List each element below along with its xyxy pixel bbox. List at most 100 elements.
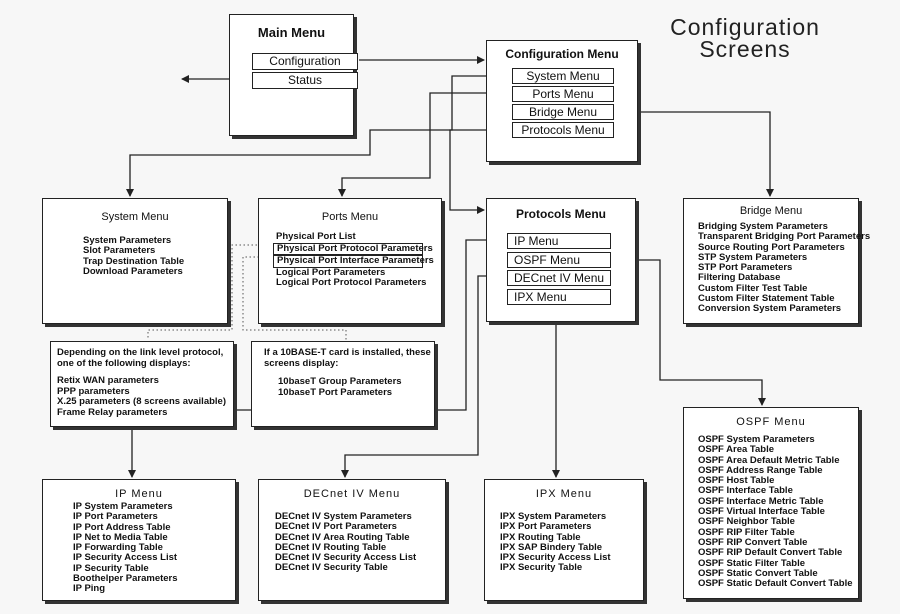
ospf-menu-entry[interactable]: OSPF Address Range Table xyxy=(698,464,823,476)
ipx-menu-entry[interactable]: IPX Routing Table xyxy=(500,531,581,543)
protocols-item-ip-menu[interactable]: IP Menu xyxy=(507,233,611,249)
ipx-menu-entry[interactable]: IPX Security Access List xyxy=(500,552,611,564)
ipx-menu-entry[interactable]: IPX Security Table xyxy=(500,562,583,574)
note-intro-line: screens display: xyxy=(264,357,339,369)
note-entry[interactable]: X.25 parameters (8 screens available) xyxy=(57,396,226,408)
system-menu-box: System Menu System Parameters Slot Param… xyxy=(42,198,228,324)
ospf-menu-entry[interactable]: OSPF Host Table xyxy=(698,475,775,487)
note-entry[interactable]: Frame Relay parameters xyxy=(57,406,168,418)
heading-line-1: Configuration xyxy=(670,14,820,40)
bridge-menu-entry[interactable]: Filtering Database xyxy=(698,272,781,284)
note-entry[interactable]: PPP parameters xyxy=(57,385,130,397)
system-menu-entry[interactable]: Download Parameters xyxy=(83,265,183,277)
note-entry[interactable]: 10baseT Group Parameters xyxy=(278,376,402,388)
ports-menu-entry[interactable]: Physical Port List xyxy=(276,231,356,242)
decnet-menu-title: DECnet IV Menu xyxy=(303,488,401,500)
ipx-menu-entry[interactable]: IPX System Parameters xyxy=(500,511,607,522)
ospf-menu-list: OSPF System Parameters OSPF Area Table O… xyxy=(698,434,853,590)
bridge-menu-entry[interactable]: Conversion System Parameters xyxy=(698,303,842,315)
ports-menu-entry[interactable]: Logical Port Protocol Parameters xyxy=(276,277,427,289)
bridge-menu-entry[interactable]: Custom Filter Test Table xyxy=(698,282,808,294)
config-item-bridge-menu[interactable]: Bridge Menu xyxy=(512,104,614,120)
wire-ospf-menu xyxy=(612,259,766,406)
protocols-item-ipx-menu[interactable]: IPX Menu xyxy=(507,289,611,305)
protocols-item-decnet-menu[interactable]: DECnet IV Menu xyxy=(507,270,611,286)
ipx-menu-title: IPX Menu xyxy=(535,488,593,500)
bridge-menu-entry[interactable]: Custom Filter Statement Table xyxy=(698,293,835,305)
system-menu-list: System Parameters Slot Parameters Trap D… xyxy=(83,235,185,277)
ip-menu-entry[interactable]: IP Security Table xyxy=(73,562,149,574)
ospf-menu-entry[interactable]: OSPF RIP Default Convert Table xyxy=(698,547,843,559)
system-menu-entry[interactable]: Trap Destination Table xyxy=(83,255,185,267)
protocols-item-ospf-menu[interactable]: OSPF Menu xyxy=(507,252,611,268)
decnet-menu-entry[interactable]: DECnet IV Security Access List xyxy=(275,552,417,564)
ip-menu-entry[interactable]: IP Forwarding Table xyxy=(73,542,163,554)
main-menu-item-configuration[interactable]: Configuration xyxy=(252,53,358,70)
ports-menu-box: Ports Menu Physical Port List Physical P… xyxy=(258,198,442,324)
wire-ports-menu xyxy=(338,92,512,197)
ip-menu-entry[interactable]: IP System Parameters xyxy=(73,501,173,512)
ospf-menu-entry[interactable]: OSPF Static Filter Table xyxy=(698,557,805,569)
config-item-ports-menu[interactable]: Ports Menu xyxy=(512,86,614,102)
system-menu-entry[interactable]: System Parameters xyxy=(83,235,172,246)
wire-link-note xyxy=(147,244,273,340)
ip-menu-entry[interactable]: IP Ping xyxy=(73,583,106,595)
ipx-menu-box: IPX Menu IPX System Parameters IPX Port … xyxy=(484,479,644,601)
main-menu-title: Main Menu xyxy=(257,25,326,40)
bridge-menu-entry[interactable]: Bridging System Parameters xyxy=(698,221,828,232)
decnet-menu-entry[interactable]: DECnet IV Port Parameters xyxy=(275,521,397,533)
ports-menu-title: Ports Menu xyxy=(321,211,379,223)
note-entry[interactable]: Retix WAN parameters xyxy=(57,375,159,387)
ospf-menu-entry[interactable]: OSPF System Parameters xyxy=(698,434,815,445)
ipx-menu-list: IPX System Parameters IPX Port Parameter… xyxy=(500,511,611,574)
ipx-menu-entry[interactable]: IPX SAP Bindery Table xyxy=(500,541,603,553)
bridge-menu-entry[interactable]: STP System Parameters xyxy=(698,251,808,263)
ip-menu-box: IP Menu IP System Parameters IP Port Par… xyxy=(42,479,236,601)
ospf-menu-entry[interactable]: OSPF Neighbor Table xyxy=(698,516,795,528)
decnet-menu-entry[interactable]: DECnet IV System Parameters xyxy=(275,511,412,522)
bridge-menu-entry[interactable]: STP Port Parameters xyxy=(698,262,793,274)
ospf-menu-entry[interactable]: OSPF Area Table xyxy=(698,444,775,456)
ip-menu-entry[interactable]: IP Net to Media Table xyxy=(73,531,168,543)
ip-menu-entry[interactable]: IP Port Parameters xyxy=(73,511,158,523)
note-intro-line: one of the following displays: xyxy=(57,357,191,369)
ospf-menu-entry[interactable]: OSPF Static Convert Table xyxy=(698,567,818,579)
ip-menu-entry[interactable]: IP Port Address Table xyxy=(73,521,171,533)
ospf-menu-entry[interactable]: OSPF Area Default Metric Table xyxy=(698,454,840,466)
system-menu-entry[interactable]: Slot Parameters xyxy=(83,245,156,257)
config-item-protocols-menu[interactable]: Protocols Menu xyxy=(512,122,614,138)
ospf-menu-entry[interactable]: OSPF RIP Convert Table xyxy=(698,536,808,548)
heading-line-2: Screens xyxy=(699,36,791,62)
system-menu-title: System Menu xyxy=(101,211,169,223)
ospf-menu-entry[interactable]: OSPF Interface Metric Table xyxy=(698,495,824,507)
link-protocol-note-text: Depending on the link level protocol, on… xyxy=(57,347,226,419)
ip-menu-entry[interactable]: Boothelper Parameters xyxy=(73,573,178,585)
ip-menu-entry[interactable]: IP Security Access List xyxy=(73,552,178,564)
decnet-menu-entry[interactable]: DECnet IV Routing Table xyxy=(275,541,387,553)
bridge-menu-entry[interactable]: Transparent Bridging Port Parameters xyxy=(698,231,871,243)
ports-menu-entry-highlighted[interactable]: Physical Port Protocol Parameters xyxy=(273,242,433,256)
bridge-menu-title: Bridge Menu xyxy=(739,205,803,217)
wire-ip-menu xyxy=(128,239,508,478)
ospf-menu-title: OSPF Menu xyxy=(736,416,806,428)
bridge-menu-entry[interactable]: Source Routing Port Parameters xyxy=(698,241,845,253)
protocols-menu-title: Protocols Menu xyxy=(515,207,606,221)
ipx-menu-entry[interactable]: IPX Port Parameters xyxy=(500,521,592,533)
ports-menu-entry[interactable]: Logical Port Parameters xyxy=(276,266,386,278)
ospf-menu-entry[interactable]: OSPF RIP Filter Table xyxy=(698,526,795,538)
main-menu-item-status[interactable]: Status xyxy=(252,72,358,89)
main-menu-box: Main Menu Configuration Status xyxy=(229,14,358,136)
protocols-menu-box: Protocols Menu IP Menu OSPF Menu DECnet … xyxy=(486,198,636,322)
ospf-menu-entry[interactable]: OSPF Static Default Convert Table xyxy=(698,578,853,590)
decnet-menu-list: DECnet IV System Parameters DECnet IV Po… xyxy=(275,511,417,574)
config-item-system-menu[interactable]: System Menu xyxy=(512,68,614,84)
note-entry[interactable]: 10baseT Port Parameters xyxy=(278,386,393,398)
tenbase-note-box: If a 10BASE-T card is installed, these s… xyxy=(251,341,435,427)
note-intro-line: If a 10BASE-T card is installed, these xyxy=(264,347,431,358)
ospf-menu-entry[interactable]: OSPF Interface Table xyxy=(698,485,793,497)
ip-menu-list: IP System Parameters IP Port Parameters … xyxy=(73,501,178,595)
decnet-menu-entry[interactable]: DECnet IV Area Routing Table xyxy=(275,531,410,543)
decnet-menu-entry[interactable]: DECnet IV Security Table xyxy=(275,562,388,574)
ports-menu-entry-highlighted[interactable]: Physical Port Interface Parameters xyxy=(273,255,434,268)
ospf-menu-entry[interactable]: OSPF Virtual Interface Table xyxy=(698,506,825,518)
